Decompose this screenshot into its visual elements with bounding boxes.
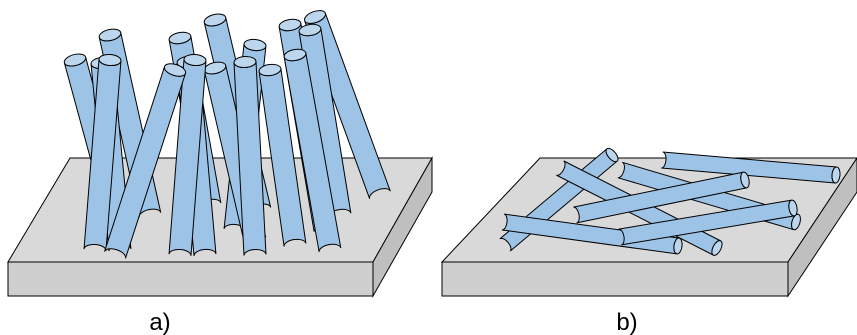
vertical-rod-7 bbox=[298, 23, 352, 217]
vertical-rod-6-end-cap bbox=[303, 10, 327, 24]
panel-b-label: b) bbox=[616, 309, 637, 335]
lying-rod-7 bbox=[618, 199, 798, 246]
lying-rod-3 bbox=[501, 213, 683, 255]
panel-a-substrate-front bbox=[7, 261, 374, 297]
vertical-rod-17 bbox=[233, 55, 267, 256]
vertical-rod-10 bbox=[83, 53, 122, 251]
vertical-rod-17-end-cap bbox=[233, 55, 257, 69]
vertical-rod-3-end-cap bbox=[168, 31, 192, 45]
vertical-rod-7-end-cap bbox=[298, 23, 322, 37]
vertical-rod-16 bbox=[283, 48, 342, 253]
lying-rod-4-end-cap bbox=[791, 213, 801, 231]
panel-b-rods bbox=[499, 147, 841, 256]
lying-rod-6 bbox=[573, 171, 750, 224]
vertical-rod-2-end-cap bbox=[98, 28, 122, 42]
vertical-rod-14 bbox=[168, 53, 207, 256]
lying-rod-5 bbox=[661, 151, 841, 184]
vertical-rod-11 bbox=[258, 63, 307, 247]
lying-rod-3-end-cap bbox=[673, 237, 683, 255]
vertical-rod-8-end-cap bbox=[243, 38, 267, 52]
vertical-rod-15 bbox=[104, 63, 187, 259]
lying-rod-1-end-cap bbox=[605, 147, 619, 163]
panel-a-substrate-side bbox=[372, 156, 433, 298]
lying-rod-5-end-cap bbox=[831, 166, 841, 184]
panel-b-substrate-front bbox=[441, 261, 789, 297]
panel-a-label: a) bbox=[149, 309, 170, 335]
vertical-rod-10-end-cap bbox=[98, 53, 122, 67]
vertical-rod-5-end-cap bbox=[278, 18, 302, 32]
panel-a-rods bbox=[63, 10, 391, 259]
panel-b-horizontal-rods bbox=[440, 147, 857, 298]
lying-rod-7-end-cap bbox=[788, 199, 798, 217]
panel-a-vertical-rods bbox=[7, 10, 433, 298]
vertical-rod-4-end-cap bbox=[203, 13, 227, 27]
vertical-rod-15-end-cap bbox=[163, 63, 187, 77]
panel-b-substrate-side bbox=[787, 157, 857, 298]
vertical-rod-11-end-cap bbox=[258, 63, 282, 77]
lying-rod-2-end-cap bbox=[711, 240, 723, 256]
vertical-rod-16-end-cap bbox=[283, 48, 307, 62]
lying-rod-6-end-cap bbox=[740, 171, 750, 189]
vertical-rod-1-end-cap bbox=[63, 53, 87, 67]
vertical-rod-14-end-cap bbox=[183, 53, 207, 67]
